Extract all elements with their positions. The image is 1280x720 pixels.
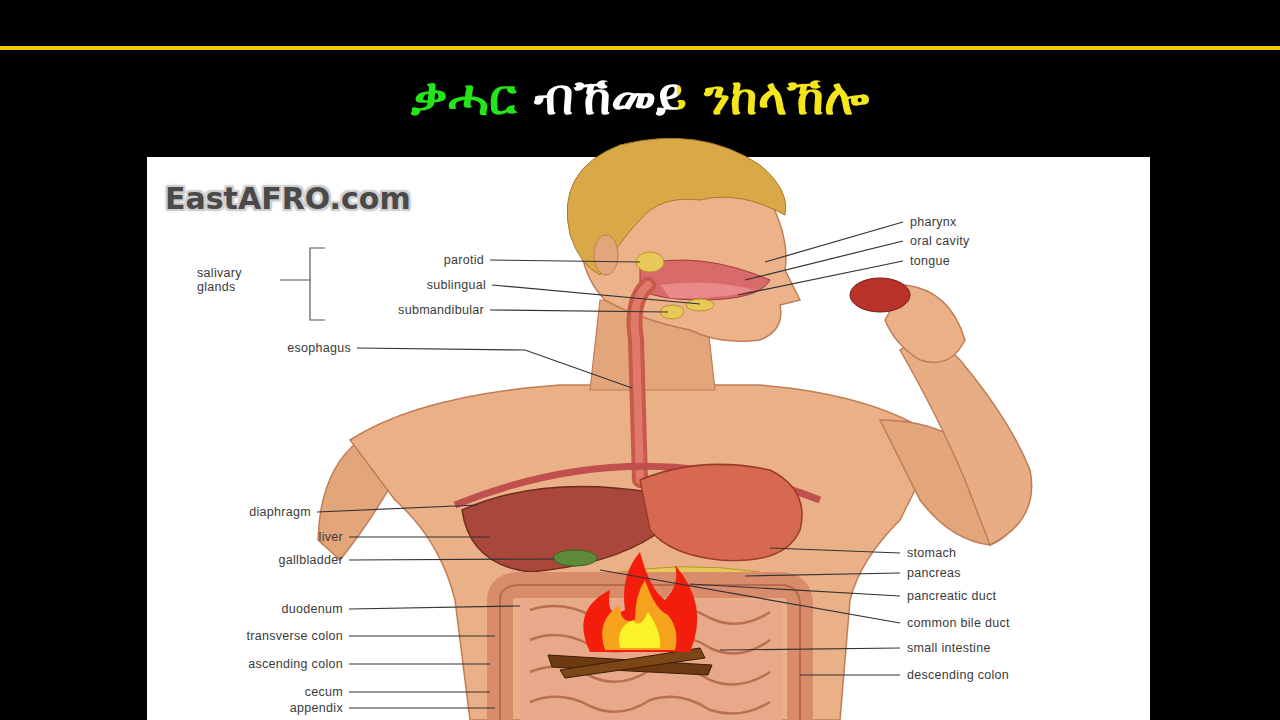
part-label: descending colon (907, 668, 1009, 682)
part-label: sublingual (427, 278, 486, 292)
part-label: submandibular (398, 303, 484, 317)
leader-lines (317, 222, 903, 708)
part-label: diaphragm (249, 505, 311, 519)
title-bar: ቃሓር ብኸመይ ንከላኸሎ (0, 62, 1280, 132)
part-label: ascending colon (248, 657, 343, 671)
human-figure (318, 138, 1032, 720)
header-rule (0, 46, 1280, 50)
part-label: gallbladder (279, 553, 343, 567)
part-label: cecum (305, 685, 343, 699)
part-label: stomach (907, 546, 956, 560)
part-label: transverse colon (246, 629, 343, 643)
part-label: pharynx (910, 215, 957, 229)
watermark: EastAFRO.com (165, 181, 411, 216)
part-label: tongue (910, 254, 950, 268)
part-label: pancreatic duct (907, 589, 996, 603)
part-label: parotid (444, 253, 484, 267)
part-label: oral cavity (910, 234, 970, 248)
fire-icon (548, 552, 712, 678)
part-label: small intestine (907, 641, 991, 655)
part-label: esophagus (287, 341, 351, 355)
bracket (280, 248, 325, 320)
part-label: appendix (290, 701, 343, 715)
part-label: liver (319, 530, 343, 544)
part-label: pancreas (907, 566, 961, 580)
part-label: duodenum (282, 602, 343, 616)
part-label: salivary glands (197, 266, 267, 294)
part-label: common bile duct (907, 616, 1010, 630)
title: ቃሓር ብኸመይ ንከላኸሎ (411, 62, 870, 132)
